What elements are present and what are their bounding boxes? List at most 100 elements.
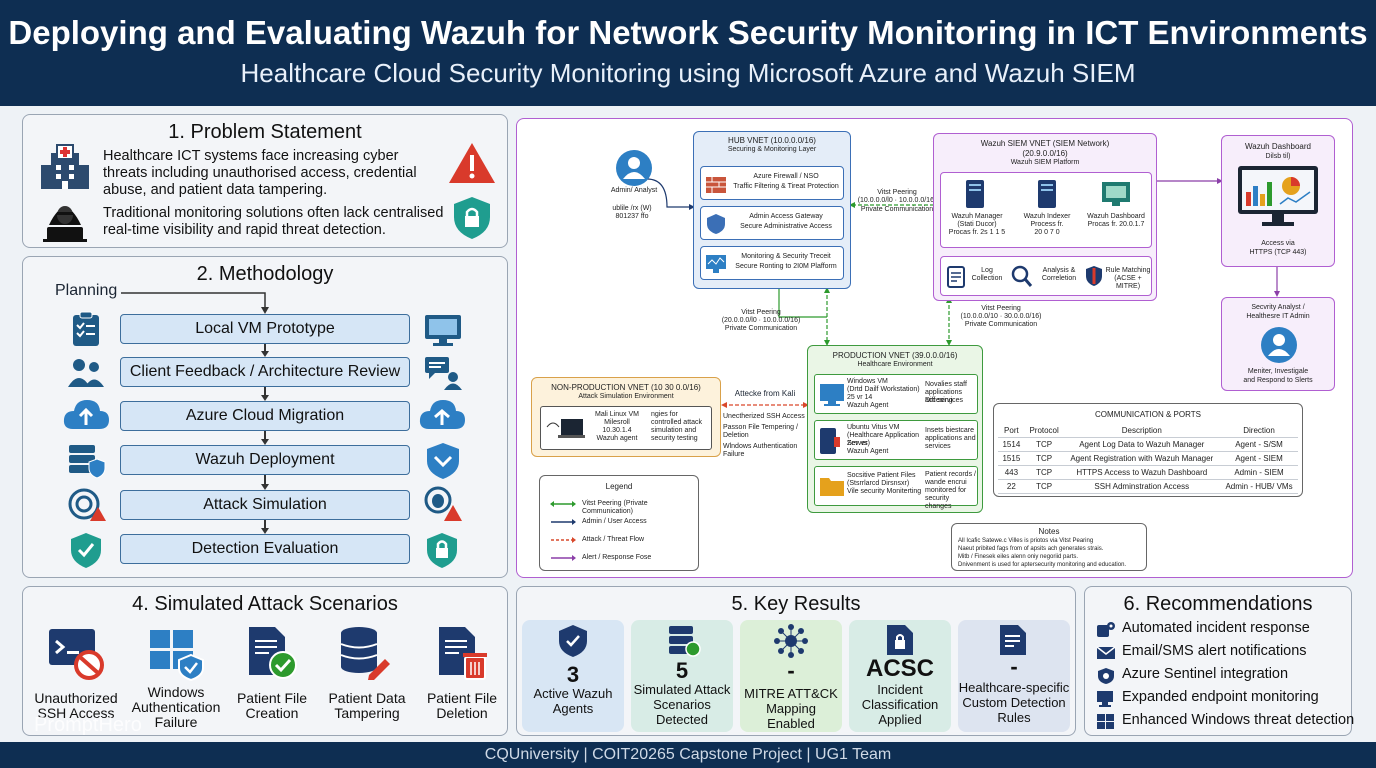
note-item: Naeut pribited fags from of apsits ach g… — [958, 546, 1104, 552]
attack-item-file: Passon File Tempering / Deletion — [723, 424, 798, 439]
kali-vm: Mali Linux VM Milesroll 10.30.1.4 Wazuh … — [540, 406, 712, 450]
patient-files-n1: Patient records / — [925, 471, 976, 478]
direction-cell: Agent - SIEM — [1220, 451, 1298, 466]
shield-lock-icon — [454, 197, 490, 239]
analysis-icon — [1011, 265, 1033, 287]
windows-vm-n1: Novalies staff — [925, 381, 967, 388]
port-cell: 22 — [998, 479, 1025, 494]
description-cell: Agent Log Data to Wazuh Manager — [1063, 437, 1221, 452]
siem-cidr: (20.9.0.0/16) — [1022, 149, 1068, 158]
rec-sentinel-label: Azure Sentinel integration — [1122, 666, 1289, 682]
gateway-shield-icon — [707, 214, 725, 234]
scenario-windows-auth: Windows Authentication Failure — [131, 684, 221, 730]
page-footer: CQUniversity | COIT20265 Capstone Projec… — [0, 742, 1376, 768]
protocol-cell: TCP — [1024, 437, 1064, 452]
methodology-panel: 2. Methodology Planning Local VM Prototy… — [22, 256, 508, 578]
problem-text-1: Healthcare ICT systems face increasing c… — [103, 148, 417, 198]
hub-vnet: HUB VNET (10.0.0.0/16) Securing & Monito… — [693, 131, 851, 289]
result-rules-label: Healthcare-specific Custom Detection Rul… — [958, 680, 1070, 725]
note-item: Dnivenment is used for aptersecurity mon… — [958, 562, 1127, 568]
siem-manager-l2: (Stati Ducor) — [957, 221, 997, 228]
feature-analysis: Analysis & Correletion — [1041, 267, 1077, 282]
cloud-sync-icon — [419, 400, 465, 429]
kali-vm-l2: Milesroll — [604, 419, 630, 426]
automation-icon — [1097, 622, 1115, 637]
admin-label: Admin/ Analyst — [610, 187, 658, 194]
methodology-title: 2. Methodology — [196, 263, 334, 285]
result-agents-label: Active Wazuh Agents — [533, 686, 613, 716]
legend-lines — [550, 501, 576, 561]
ports-col-protocol: Protocol — [1024, 424, 1064, 438]
legend-box: Legend Vitst Peering (Private Communicat… — [539, 475, 699, 571]
peer2-l1: Vitst Peering — [741, 309, 781, 316]
hospital-icon — [41, 144, 89, 189]
sentinel-shield-icon — [1098, 668, 1114, 684]
notes-title: Notes — [1038, 527, 1060, 536]
ubuntu-vm: Ubuntu Vitus VM (Healthcare Application … — [814, 420, 978, 460]
security-analyst-box: Secvrity Analyst / Healthesre IT Admin M… — [1221, 297, 1335, 391]
recommendations-panel: 6. Recommendations — [1084, 586, 1352, 736]
peer2-l2: (20.0.0.0/l0 · 10.0.0.0/16) — [721, 317, 801, 324]
ubuntu-vm-l2: (Healthcare Application Server) — [847, 432, 919, 447]
result-rules-value: - — [1010, 654, 1018, 679]
admin-sub2: 801237 ffo — [615, 213, 649, 220]
siem-dashboard-l2: Procas fr. 20.0.1.7 — [1087, 221, 1145, 228]
ubuntu-vm-n1: Insets biestcare — [925, 427, 975, 434]
hub-monitoring: Monitoring & Security Treceit Secure Ron… — [700, 246, 844, 280]
kali-vm-l3: 10.30.1.4 — [602, 427, 632, 434]
attack-item-ssh: Unectherized SSH Access — [723, 413, 805, 420]
analyst-title: Secvrity Analyst / — [1251, 304, 1305, 311]
protocol-cell: TCP — [1024, 479, 1064, 494]
windows-vm-n2: applications accesing — [925, 389, 962, 404]
dashboard-access1: Access via — [1261, 240, 1295, 247]
ubuntu-vm-l3: Zev vs — [847, 440, 868, 447]
result-agents-value: 3 — [566, 662, 580, 687]
siem-indexer-l2: Process fr. — [1030, 221, 1064, 228]
planning-label: Planning — [55, 282, 118, 299]
nonprod-title: NON-PRODUCTION VNET (10 30 0.0/16) — [551, 383, 701, 392]
ubuntu-vm-n3: services — [925, 443, 951, 450]
document-rules-result-icon — [1000, 625, 1026, 655]
protocol-cell: TCP — [1024, 465, 1064, 480]
windows-vm-l2: (Drtd Dailf Workstation) — [847, 386, 920, 393]
page-subtitle: Healthcare Cloud Security Monitoring usi… — [240, 58, 1136, 88]
port-cell: 443 — [998, 465, 1025, 480]
siem-subtitle: Wazuh SIEM Platform — [1010, 159, 1080, 166]
peer3-l2: (10.0.0.0/10 · 30.0.0.0/16) — [960, 313, 1042, 320]
description-cell: HTTPS Access to Wazuh Dashboard — [1063, 465, 1221, 480]
dashboard-sub: Dilsb til) — [1265, 153, 1291, 160]
email-icon — [1096, 646, 1116, 659]
lock-shield-icon — [427, 533, 457, 568]
method-step-prototype: Local VM Prototype — [120, 314, 410, 344]
legend-attack: Attack / Threat Flow — [582, 536, 645, 543]
server-shield-icon — [69, 445, 106, 479]
ubuntu-vm-l4: Wazuh Agent — [847, 448, 889, 455]
ports-col-port: Port — [998, 424, 1025, 438]
legend-admin: Admin / User Access — [582, 518, 647, 525]
protocol-cell: TCP — [1024, 451, 1064, 466]
patient-files-l1: Socsitive Patient Files — [847, 472, 916, 479]
file-delete-icon — [439, 627, 487, 680]
wazuh-dashboard-box: Wazuh Dashboard Dilsb til) Access via HT… — [1221, 135, 1335, 267]
architecture-diagram: Admin/ Analyst ublile /rx (W) 801237 ffo… — [516, 118, 1353, 578]
hub-gateway-l1: Admin Access Gateway — [749, 213, 823, 220]
scenario-data-tampering: Patient Data Tampering — [328, 690, 406, 721]
result-card-acsc: ACSC Incident Classification Applied — [849, 620, 951, 732]
problem-text-2: Traditional monitoring solutions often l… — [103, 205, 444, 238]
feature-log: Log Collection — [971, 267, 1003, 282]
cloud-upload-icon — [63, 400, 109, 429]
ports-col-direction: Direction — [1220, 424, 1298, 438]
dashboard-title: Wazuh Dashboard — [1245, 142, 1311, 151]
ports-header-row: Port Protocol Description Direction — [998, 424, 1298, 438]
windows-vm-icon — [820, 384, 844, 406]
scenario-file-deletion: Patient File Deletion — [426, 690, 498, 721]
indexer-server-icon — [1038, 180, 1056, 208]
prod-vnet: PRODUCTION VNET (39.0.0.0/16) Healthcare… — [807, 345, 983, 513]
nonprod-vnet: NON-PRODUCTION VNET (10 30 0.0/16) Attac… — [531, 377, 721, 457]
hub-firewall-l2: Traffic Filtering & Tireat Protection — [733, 183, 839, 190]
kali-vm-l4: Wazuh agent — [596, 435, 638, 442]
kali-note-1: ngies for — [651, 411, 678, 418]
